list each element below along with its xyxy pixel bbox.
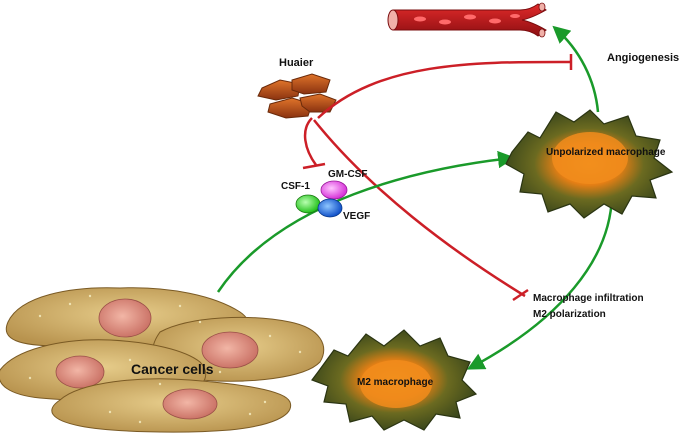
inhibit-cytokines-bar bbox=[302, 162, 326, 170]
cancer-to-macrophage-arrow bbox=[216, 150, 516, 293]
m2-polarization-label: M2 polarization bbox=[533, 309, 606, 320]
inhibit-cytokines-line bbox=[303, 117, 318, 166]
inhibit-infiltration-line bbox=[313, 119, 526, 298]
blood-vessel-icon bbox=[387, 2, 547, 38]
activation-arrows bbox=[216, 25, 614, 370]
inhibit-angiogenesis-line bbox=[317, 60, 572, 119]
macrophage-infiltration-label: Macrophage infiltration bbox=[533, 293, 644, 304]
huaier-label: Huaier bbox=[279, 57, 314, 69]
inhibition-lines bbox=[302, 54, 573, 302]
macrophage-to-angiogenesis-arrow bbox=[552, 25, 600, 113]
cancer-cells-label: Cancer cells bbox=[131, 361, 214, 377]
inhibit-infiltration-bar bbox=[512, 288, 529, 302]
angiogenesis-label: Angiogenesis bbox=[607, 52, 680, 64]
m2-macrophage-label: M2 macrophage bbox=[357, 377, 434, 388]
m2-macrophage-icon bbox=[311, 329, 478, 431]
csf-1-label: CSF-1 bbox=[281, 181, 310, 192]
unpolarized-to-m2-arrow bbox=[466, 195, 614, 370]
unpolarized-macrophage-icon bbox=[505, 109, 674, 219]
unpolarized-macrophage-label: Unpolarized macrophage bbox=[546, 147, 666, 158]
huaier-mushroom-icon bbox=[257, 73, 337, 119]
cancer-cell-icon bbox=[0, 287, 325, 433]
cytokine-cluster-icon bbox=[295, 180, 348, 218]
gm-csf-label: GM-CSF bbox=[328, 169, 368, 180]
vegf-label: VEGF bbox=[343, 211, 371, 222]
